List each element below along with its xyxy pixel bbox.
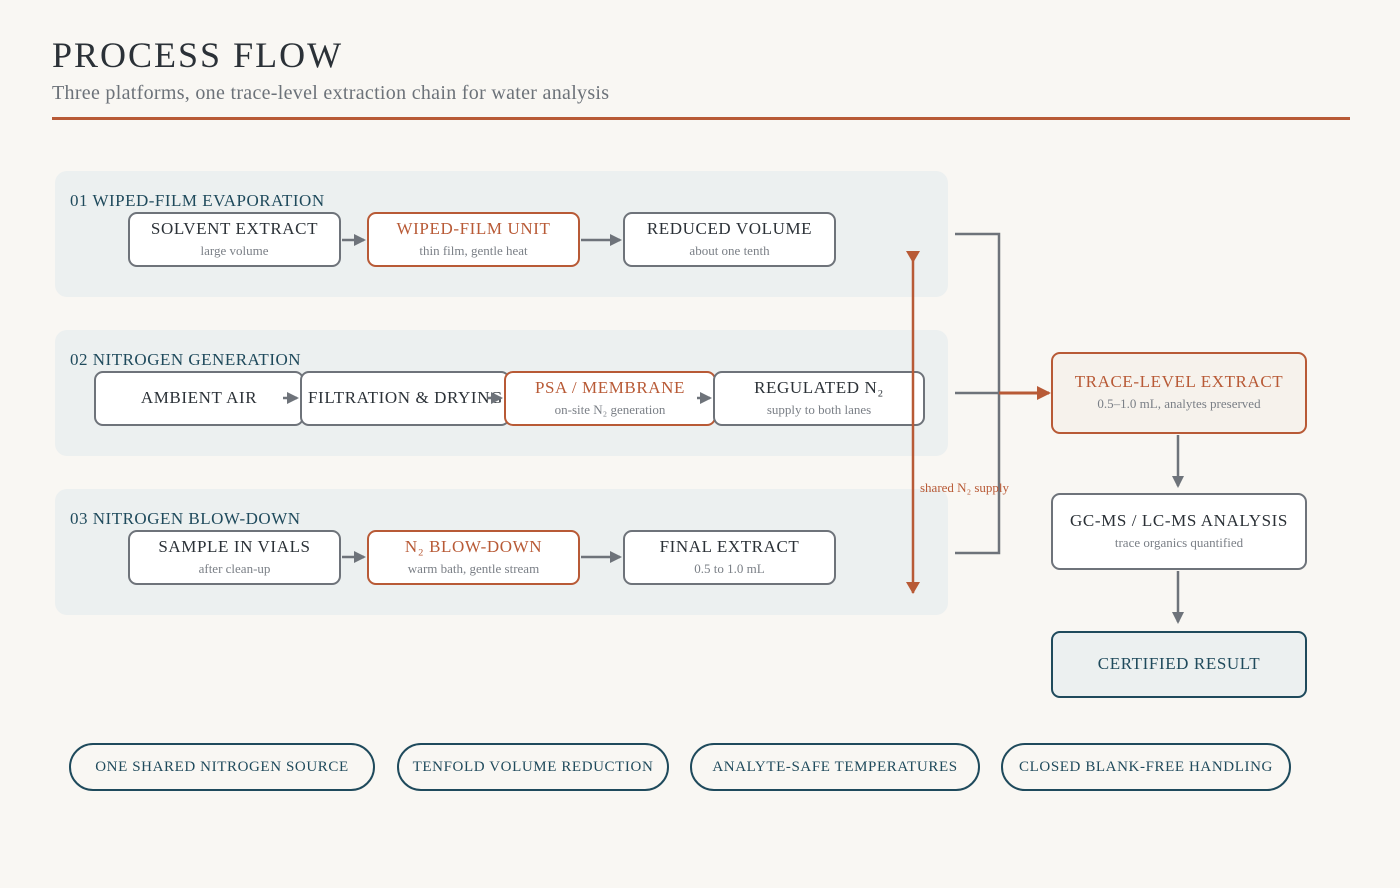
node-regulated-n2[interactable]: REGULATED N₂ supply to both lanes	[713, 371, 925, 426]
lane-title-nitrogen-generation: 02 NITROGEN GENERATION	[70, 350, 302, 369]
pill-closed-handling[interactable]: CLOSED BLANK-FREE HANDLING	[1001, 743, 1291, 791]
node-title: GC-MS / LC-MS ANALYSIS	[1070, 511, 1288, 530]
node-gcms-lcms-analysis[interactable]: GC-MS / LC-MS ANALYSIS trace organics qu…	[1051, 493, 1307, 570]
node-title: WIPED-FILM UNIT	[396, 219, 551, 238]
node-title: TRACE-LEVEL EXTRACT	[1074, 372, 1284, 391]
node-subtitle: 0.5 to 1.0 mL	[694, 561, 765, 576]
node-title: FILTRATION & DRYING	[308, 388, 503, 407]
node-subtitle: about one tenth	[689, 243, 770, 258]
node-ambient-air[interactable]: AMBIENT AIR	[94, 371, 304, 426]
page-subtitle: Three platforms, one trace-level extract…	[52, 82, 610, 104]
node-subtitle: after clean-up	[198, 561, 271, 576]
node-wiped-film-unit[interactable]: WIPED-FILM UNIT thin film, gentle heat	[367, 212, 580, 267]
node-title: FINAL EXTRACT	[659, 537, 800, 556]
node-title: N₂ BLOW-DOWN	[404, 537, 543, 556]
shared-supply-arrow-down	[906, 582, 920, 594]
pill-analyte-safe[interactable]: ANALYTE-SAFE TEMPERATURES	[690, 743, 980, 791]
node-subtitle: large volume	[200, 243, 269, 258]
node-reduced-volume[interactable]: REDUCED VOLUME about one tenth	[623, 212, 836, 267]
lane-title-nitrogen-blowdown: 03 NITROGEN BLOW-DOWN	[70, 509, 301, 528]
node-title: CERTIFIED RESULT	[1097, 654, 1261, 673]
node-trace-level-extract[interactable]: TRACE-LEVEL EXTRACT 0.5–1.0 mL, analytes…	[1051, 352, 1307, 434]
shared-supply-arrow-up	[906, 251, 920, 263]
node-title: AMBIENT AIR	[140, 388, 258, 407]
node-solvent-extract[interactable]: SOLVENT EXTRACT large volume	[128, 212, 341, 267]
node-title: SOLVENT EXTRACT	[150, 219, 319, 238]
node-subtitle: on-site N₂ generation	[554, 402, 666, 417]
lane-title-wiped-film: 01 WIPED-FILM EVAPORATION	[70, 191, 325, 210]
node-title: PSA / MEMBRANE	[534, 378, 686, 397]
node-subtitle: 0.5–1.0 mL, analytes preserved	[1097, 396, 1261, 411]
page-title: PROCESS FLOW	[52, 35, 344, 75]
node-subtitle: trace organics quantified	[1114, 535, 1244, 550]
node-final-extract[interactable]: FINAL EXTRACT 0.5 to 1.0 mL	[623, 530, 836, 585]
node-psa-membrane[interactable]: PSA / MEMBRANE on-site N₂ generation	[504, 371, 716, 426]
node-filtration-drying[interactable]: FILTRATION & DRYING	[300, 371, 510, 426]
shared-supply-label: shared N₂ supply	[920, 480, 1010, 495]
node-title: REGULATED N₂	[754, 378, 884, 397]
node-certified-result[interactable]: CERTIFIED RESULT	[1051, 631, 1307, 698]
pill-volume-reduction[interactable]: TENFOLD VOLUME REDUCTION	[397, 743, 669, 791]
node-subtitle: thin film, gentle heat	[419, 243, 528, 258]
node-subtitle: warm bath, gentle stream	[407, 561, 540, 576]
node-n2-blowdown[interactable]: N₂ BLOW-DOWN warm bath, gentle stream	[367, 530, 580, 585]
node-subtitle: supply to both lanes	[766, 402, 872, 417]
node-title: REDUCED VOLUME	[646, 219, 813, 238]
node-sample-in-vials[interactable]: SAMPLE IN VIALS after clean-up	[128, 530, 341, 585]
node-title: SAMPLE IN VIALS	[158, 537, 311, 556]
pill-shared-nitrogen[interactable]: ONE SHARED NITROGEN SOURCE	[69, 743, 375, 791]
header-divider	[52, 117, 1350, 120]
